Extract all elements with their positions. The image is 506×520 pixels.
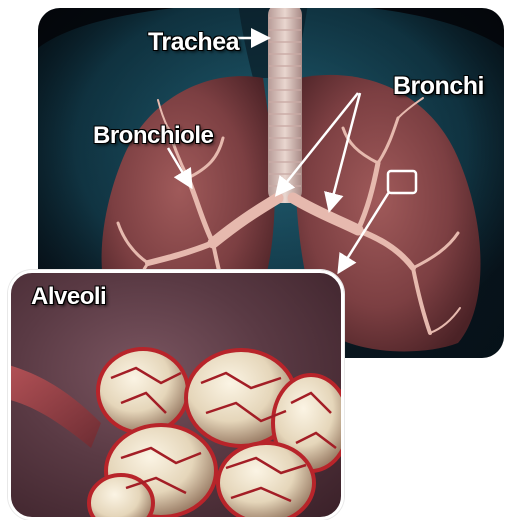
alveoli-inset-panel: Alveoli — [8, 270, 344, 520]
alveoli-label: Alveoli — [31, 283, 106, 311]
alveolar-sacs — [89, 349, 341, 517]
trachea-label: Trachea — [148, 28, 239, 57]
bronchiole-label: Bronchiole — [93, 122, 213, 150]
bronchi-label: Bronchi — [393, 72, 484, 101]
terminal-bronchiole — [11, 363, 101, 448]
trachea — [268, 8, 302, 203]
